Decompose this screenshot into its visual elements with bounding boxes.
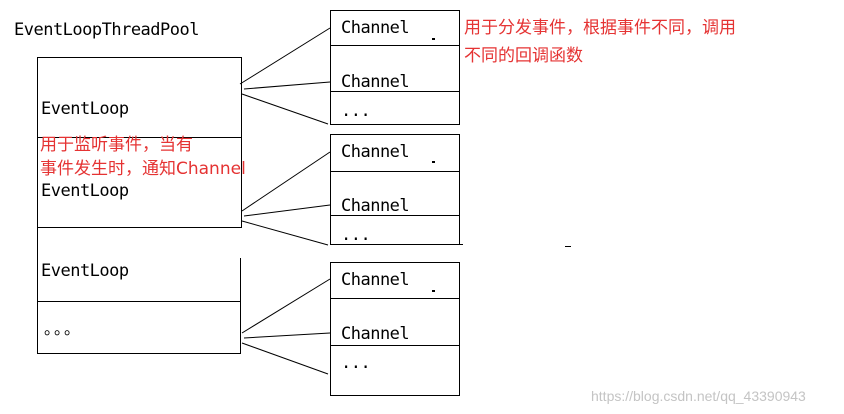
eventloop-annotation: 用于监听事件，当有 事件发生时，通知Channel [40,135,246,179]
eventloop-ellipsis: 。。。 [44,319,83,338]
eventloop-label: EventLoop [41,181,129,201]
pool-title: EventLoopThreadPool [14,20,199,40]
eventloop-label: EventLoop [41,99,129,119]
connector-1b [243,81,331,90]
channel-label: Channel [341,72,410,92]
connector-2b [243,204,331,217]
stray-mark [432,38,435,40]
watermark: https://blog.csdn.net/qq_43390943 [591,388,806,404]
connector-3c [241,342,329,375]
connector-2a [241,151,331,212]
eventloop-label: EventLoop [41,261,129,281]
stray-mark [432,290,435,292]
channel-label: Channel [341,142,410,162]
channel-ellipsis: ... [341,225,371,245]
channel-label: Channel [341,18,410,38]
channel-label: Channel [341,324,410,344]
channel-annotation: 用于分发事件，根据事件不同，调用 不同的回调函数 [464,18,736,66]
connector-2c [241,220,329,246]
stray-mark [565,246,571,247]
connector-1a [239,27,331,85]
connector-1c [241,93,329,125]
connector-3a [241,278,331,334]
channel-label: Channel [341,270,410,290]
channel-ellipsis: ... [341,353,371,373]
connector-3b [243,332,331,339]
channel-ellipsis: ... [341,101,371,121]
channel-label: Channel [341,196,410,216]
stray-mark [432,161,435,163]
